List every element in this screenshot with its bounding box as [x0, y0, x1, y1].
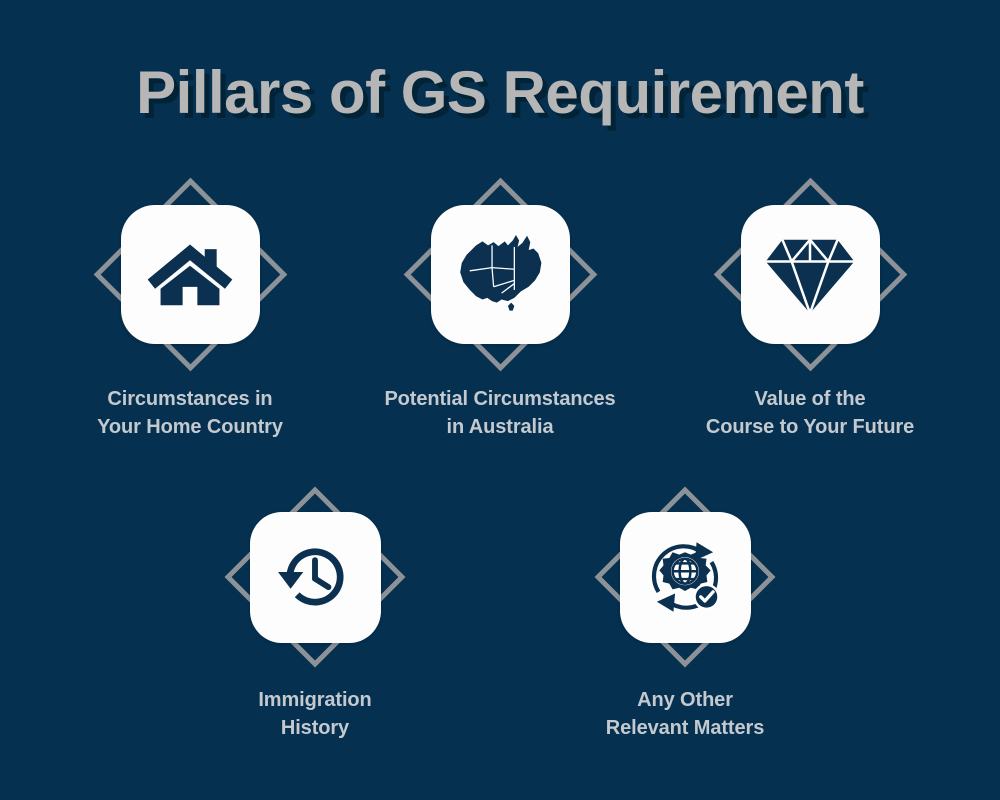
icon-badge — [394, 168, 606, 380]
pillar-label: Potential Circumstances in Australia — [384, 388, 616, 438]
pillars-row-bottom: Immigration History — [0, 477, 1000, 742]
pillar-label: Immigration History — [258, 689, 372, 739]
gem-icon — [765, 238, 855, 314]
icon-badge — [704, 168, 916, 380]
pillar-other-matters[interactable]: Any Other Relevant Matters — [565, 477, 805, 742]
pillars-grid: Circumstances in Your Home Country — [0, 168, 1000, 742]
page-title: Pillars of GS Requirement — [136, 59, 864, 126]
pillar-label: Value of the Course to Your Future — [705, 388, 915, 438]
icon-tile — [120, 204, 260, 344]
icon-tile — [430, 204, 570, 344]
pillar-immigration-history[interactable]: Immigration History — [195, 477, 435, 742]
icon-tile — [619, 511, 751, 643]
pillar-australia[interactable]: Potential Circumstances in Australia — [380, 168, 620, 441]
pillar-label: Circumstances in Your Home Country — [97, 388, 283, 438]
icon-tile — [740, 204, 880, 344]
icon-badge — [84, 168, 296, 380]
pillar-course-value[interactable]: Value of the Course to Your Future — [690, 168, 930, 441]
icon-badge — [585, 477, 785, 677]
pillars-row-top: Circumstances in Your Home Country — [0, 168, 1000, 441]
icon-tile — [249, 511, 381, 643]
house-icon — [147, 244, 233, 306]
icon-badge — [215, 477, 415, 677]
australia-map-icon — [460, 234, 542, 311]
pillar-home-country[interactable]: Circumstances in Your Home Country — [70, 168, 310, 441]
history-clock-icon — [278, 548, 344, 606]
globe-gear-check-icon — [651, 542, 720, 612]
pillar-label: Any Other Relevant Matters — [605, 689, 765, 739]
